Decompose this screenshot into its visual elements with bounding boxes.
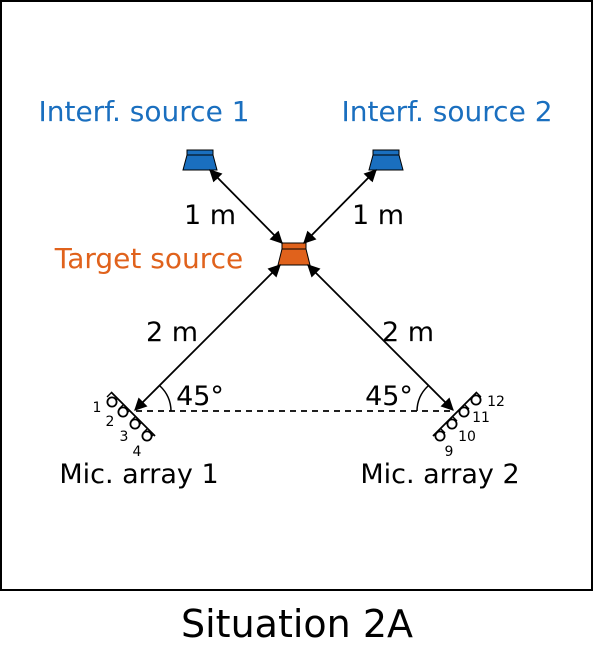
interferer-2-to-target-arrow	[303, 169, 377, 244]
mic-number-3: 3	[120, 429, 129, 445]
interferer-2-speaker-icon	[368, 149, 404, 171]
target-speaker-icon	[277, 242, 311, 266]
mic-number-1: 1	[93, 400, 102, 416]
mic-array-2: 12 11 10 9	[432, 391, 505, 460]
figure-caption: Situation 2A	[181, 602, 413, 646]
microphone-icon	[106, 396, 118, 408]
distance-label-interferer-1: 1 m	[184, 200, 236, 231]
microphone-icon	[470, 394, 482, 406]
microphone-icon	[434, 430, 446, 442]
mic-number-11: 11	[472, 410, 490, 426]
mic-array-1: 1 2 3 4	[93, 391, 156, 460]
interferer-2-label: Interf. source 2	[341, 95, 552, 128]
microphone-icon	[446, 418, 458, 430]
microphone-icon	[141, 430, 153, 442]
distance-label-array-1: 2 m	[146, 317, 198, 348]
interferer-1-speaker-icon	[182, 149, 218, 171]
microphone-icon	[458, 406, 470, 418]
mic-array-1-bar	[110, 391, 156, 437]
target-to-array-2-arrow	[307, 264, 454, 411]
mic-number-9: 9	[445, 444, 454, 460]
angle-label-array-1: 45°	[176, 381, 224, 412]
distance-label-array-2: 2 m	[382, 317, 434, 348]
target-to-array-1-arrow	[134, 264, 281, 411]
angle-label-array-2: 45°	[365, 381, 413, 412]
mic-number-12: 12	[487, 394, 505, 410]
mic-array-2-label: Mic. array 2	[360, 459, 519, 490]
angle-arc-array-2	[416, 385, 429, 412]
mic-array-2-bar	[432, 391, 478, 437]
mic-array-1-label: Mic. array 1	[59, 459, 218, 490]
target-label: Target source	[54, 242, 244, 275]
microphone-icon	[129, 418, 141, 430]
angle-arc-array-1	[159, 385, 172, 412]
room-boundary	[0, 0, 593, 591]
mic-number-4: 4	[133, 444, 142, 460]
mic-number-2: 2	[106, 414, 115, 430]
mic-number-10: 10	[458, 429, 476, 445]
distance-label-interferer-2: 1 m	[352, 200, 404, 231]
microphone-icon	[117, 406, 129, 418]
interferer-1-label: Interf. source 1	[38, 95, 249, 128]
interferer-1-to-target-arrow	[209, 169, 283, 244]
